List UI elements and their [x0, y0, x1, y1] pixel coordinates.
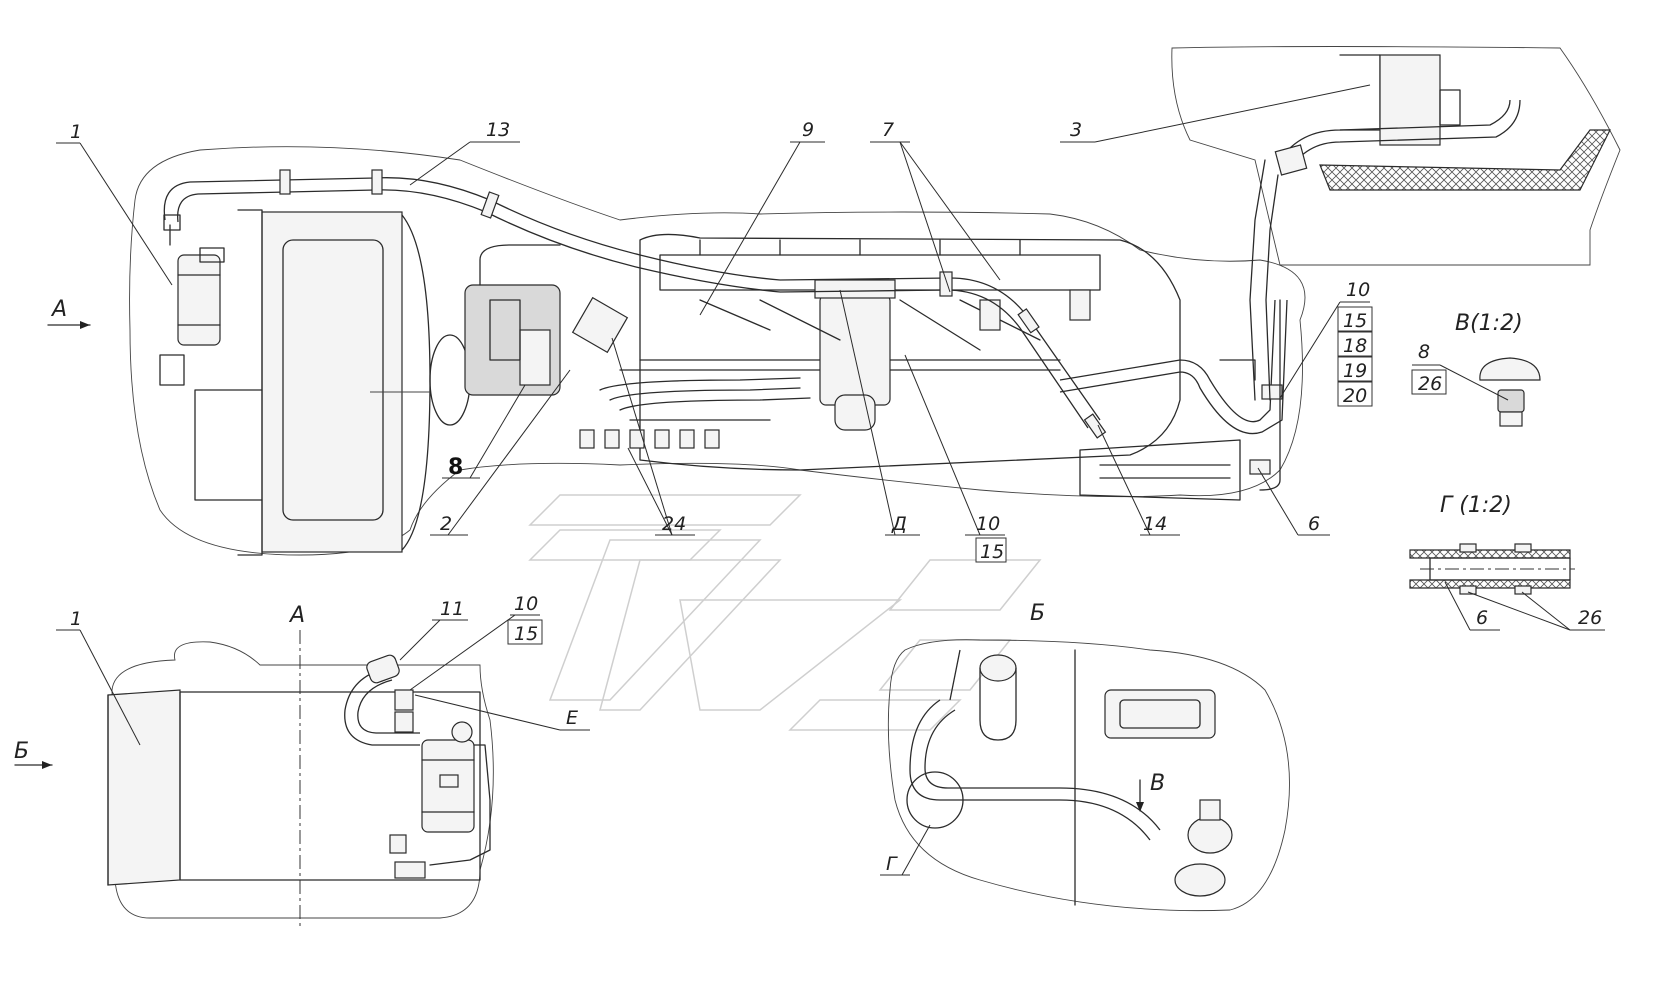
view-arrow-v: В — [1136, 771, 1165, 812]
label-10-right: 10 — [1346, 279, 1370, 301]
label-2: 2 — [440, 513, 452, 535]
filler-cap — [979, 654, 1017, 682]
fuel-tank-view-a — [107, 689, 181, 886]
label-1-view-a: 1 — [70, 608, 82, 630]
label-26-detail-v: 26 — [1418, 373, 1442, 395]
view-arrow-a-label: А — [50, 297, 67, 322]
detail-g-title: Г (1:2) — [1440, 493, 1512, 518]
hose-13 — [163, 169, 781, 293]
fuel-filter-main — [159, 214, 225, 386]
hose-6 — [1059, 299, 1288, 491]
label-3: 3 — [1070, 119, 1082, 141]
view-arrow-b: Б — [14, 739, 53, 769]
label-14: 14 — [1143, 513, 1167, 535]
pulley — [429, 334, 471, 426]
label-6-detail-g: 6 — [1476, 607, 1488, 629]
label-19: 19 — [1343, 360, 1367, 382]
label-13: 13 — [486, 119, 510, 141]
label-g-callout: Г — [886, 853, 898, 875]
callout-stack-right: 10 15 18 19 20 — [1279, 279, 1373, 407]
engine-block — [464, 233, 1181, 471]
label-20: 20 — [1343, 385, 1367, 407]
tank-section-hatched — [1319, 129, 1611, 191]
main-view: А 1 13 9 7 3 10 15 18 19 — [47, 84, 1373, 563]
watermark — [528, 494, 1042, 731]
detail-v-title: В(1:2) — [1455, 311, 1523, 336]
label-11: 11 — [440, 598, 464, 620]
radiator-core — [282, 239, 384, 521]
label-15-center: 15 — [980, 541, 1004, 563]
label-9: 9 — [802, 119, 814, 141]
label-8-detail-v: 8 — [1418, 341, 1430, 363]
label-6-main: 6 — [1308, 513, 1320, 535]
label-7: 7 — [882, 119, 894, 141]
label-e: Е — [566, 707, 578, 729]
view-a-title: А — [288, 603, 305, 628]
callout-circle-g — [906, 771, 964, 829]
view-b-title: Б — [1030, 601, 1045, 626]
detail-g: Г (1:2) 6 26 — [1409, 493, 1605, 631]
fine-fuel-filter — [819, 294, 891, 406]
label-8-main: 8 — [448, 455, 463, 480]
detail-v: В(1:2) 8 26 — [1411, 311, 1541, 427]
fan-shroud — [401, 214, 431, 551]
label-1-main: 1 — [70, 121, 82, 143]
label-24: 24 — [662, 513, 686, 535]
label-26-detail-g: 26 — [1578, 607, 1602, 629]
label-10-center: 10 — [976, 513, 1000, 535]
view-a: А Б 1 11 10 — [14, 593, 590, 930]
label-10-view-a: 10 — [514, 593, 538, 615]
fuel-tank-main — [1079, 359, 1256, 501]
radiator-block — [261, 211, 403, 553]
view-arrow-a: А — [47, 297, 91, 329]
label-15-right: 15 — [1343, 310, 1367, 332]
view-arrow-b-label: Б — [14, 739, 29, 764]
view-arrow-v-label: В — [1150, 771, 1165, 796]
main-view-outline — [129, 146, 1306, 556]
clip-body — [1497, 389, 1525, 413]
label-15-view-a: 15 — [514, 623, 538, 645]
tank-fitting — [1379, 54, 1441, 146]
injector-row — [579, 429, 720, 449]
clip-head — [1479, 357, 1541, 381]
label-d: Д — [891, 513, 907, 535]
detail-top-right — [1171, 46, 1621, 401]
label-18: 18 — [1343, 335, 1367, 357]
view-b: Б В Г — [880, 601, 1290, 912]
